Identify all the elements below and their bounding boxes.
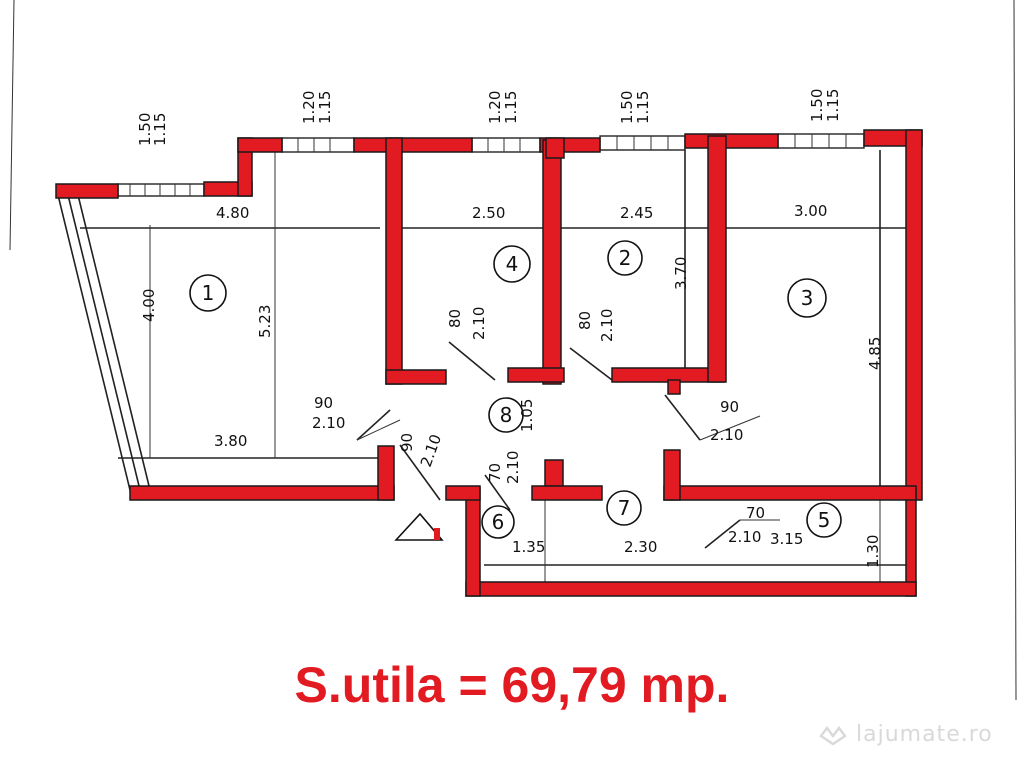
dim-win4-w: 1.50 xyxy=(618,91,636,124)
dim-door4-w: 80 xyxy=(446,309,464,328)
dim-room1-bottom: 3.80 xyxy=(214,432,247,450)
entry-triangle-icon xyxy=(394,512,444,541)
dim-door6-h: 2.10 xyxy=(504,451,522,484)
dim-hall-depth: 1.05 xyxy=(518,399,536,432)
dim-win4-h: 1.15 xyxy=(634,91,652,124)
dim-room2-width: 2.45 xyxy=(620,204,653,222)
dim-room2-depth: 3.70 xyxy=(672,257,690,290)
walls xyxy=(55,129,923,597)
room-6-number: 6 xyxy=(492,510,505,534)
dim-door1-h: 2.10 xyxy=(312,414,345,432)
room-3-marker xyxy=(787,278,827,318)
door-swings xyxy=(356,341,780,549)
room-5-marker xyxy=(806,502,842,538)
dim-room1-depth: 4.00 xyxy=(140,289,158,322)
dim-door3-h: 2.10 xyxy=(710,426,743,444)
dim-door4-h: 2.10 xyxy=(470,307,488,340)
dim-room6-width: 1.35 xyxy=(512,538,545,556)
dim-win5-h: 1.15 xyxy=(824,89,842,122)
room-3-number: 3 xyxy=(801,286,814,310)
dim-room3-width: 3.00 xyxy=(794,202,827,220)
window-room-1-top xyxy=(281,137,355,153)
dim-win5-w: 1.50 xyxy=(808,89,826,122)
dim-entry-w: 90 xyxy=(398,433,416,452)
dim-win3-h: 1.15 xyxy=(502,91,520,124)
dim-room1-width: 4.80 xyxy=(216,204,249,222)
lajumate-logo-icon xyxy=(819,726,847,746)
dim-door5-w: 70 xyxy=(746,504,765,522)
room-1-number: 1 xyxy=(202,281,215,305)
dim-door6-w: 70 xyxy=(486,463,504,482)
dim-room1-length: 5.23 xyxy=(256,305,274,338)
dim-room7-width: 2.30 xyxy=(624,538,657,556)
dim-room5-depth: 1.30 xyxy=(864,535,882,568)
dim-win2-h: 1.15 xyxy=(316,91,334,124)
room-8-marker xyxy=(488,397,524,433)
dim-room5-width: 3.15 xyxy=(770,530,803,548)
interior-lines xyxy=(57,150,910,590)
room-markers: 1 2 3 4 5 6 7 8 xyxy=(189,240,842,539)
dim-room4-width: 2.50 xyxy=(472,204,505,222)
usable-area-label: S.utila = 69,79 mp. xyxy=(294,657,730,713)
room-4-number: 4 xyxy=(506,252,519,276)
watermark-text: lajumate.ro xyxy=(856,722,993,747)
window-room-4 xyxy=(471,137,541,153)
dim-win1-w: 1.50 xyxy=(136,113,154,146)
dim-win1-h: 1.15 xyxy=(151,113,169,146)
dim-door1-w: 90 xyxy=(314,394,333,412)
window-room-1 xyxy=(117,183,205,197)
dim-door2-w: 80 xyxy=(576,311,594,330)
room-6-marker xyxy=(481,505,515,539)
window-room-2 xyxy=(599,135,686,151)
room-5-number: 5 xyxy=(818,508,831,532)
dim-door3-w: 90 xyxy=(720,398,739,416)
room-1-marker xyxy=(189,274,227,312)
dim-entry-h: 2.10 xyxy=(417,432,445,470)
watermark: lajumate.ro xyxy=(818,722,993,747)
scan-edge-right xyxy=(1013,0,1017,701)
dim-room3-depth: 4.85 xyxy=(866,337,884,370)
room-2-number: 2 xyxy=(619,246,632,270)
dim-door2-h: 2.10 xyxy=(598,309,616,342)
room-8-number: 8 xyxy=(500,403,513,427)
room-4-marker xyxy=(493,245,531,283)
room-7-number: 7 xyxy=(618,496,631,520)
dim-win2-w: 1.20 xyxy=(300,91,318,124)
dim-win3-w: 1.20 xyxy=(486,91,504,124)
dimension-labels: 1.50 1.15 1.20 1.15 1.20 1.15 1.50 1.15 … xyxy=(136,89,884,568)
dim-door5-h: 2.10 xyxy=(728,528,761,546)
room-7-marker xyxy=(606,490,642,526)
window-room-3 xyxy=(777,133,865,149)
room-2-marker xyxy=(607,240,643,276)
scan-edge-left xyxy=(9,0,15,251)
